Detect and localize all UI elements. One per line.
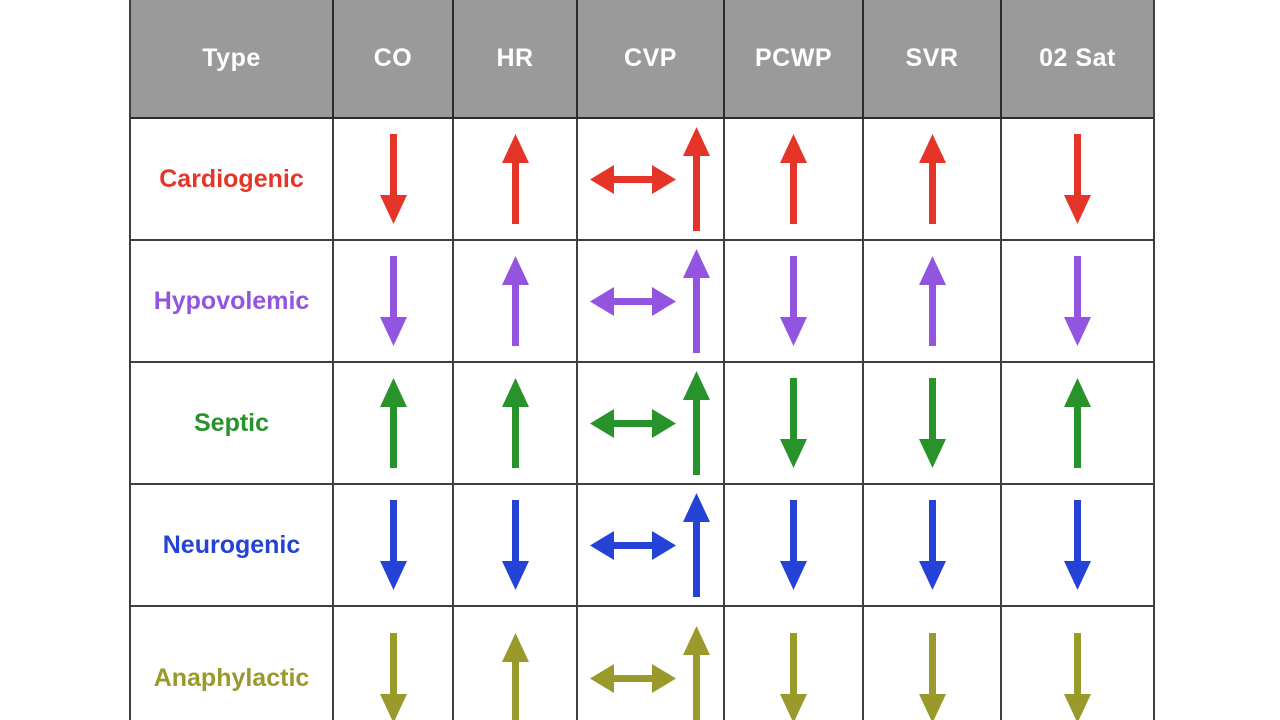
table-cell <box>725 607 864 720</box>
arrow-up-icon <box>682 371 710 475</box>
column-header-cvp: CVP <box>578 0 725 117</box>
arrow-up-icon <box>501 134 529 224</box>
table-row-neurogenic: Neurogenic <box>131 485 1153 607</box>
table-cell <box>864 119 1002 239</box>
table-cell <box>454 119 578 239</box>
table-cell <box>334 363 454 483</box>
column-header-label: CVP <box>624 44 677 72</box>
arrow-down-icon <box>780 500 807 590</box>
arrow-down-icon <box>379 256 407 346</box>
arrow-down-icon <box>1064 134 1091 224</box>
table-cell <box>1002 119 1153 239</box>
arrow-down-icon <box>780 378 807 468</box>
table-cell <box>864 607 1002 720</box>
column-header-label: SVR <box>905 44 959 72</box>
table-cell <box>454 241 578 361</box>
arrow-leftright-icon <box>589 164 676 194</box>
row-label: Cardiogenic <box>159 164 304 193</box>
table-cell <box>334 607 454 720</box>
arrow-down-icon <box>1064 500 1091 590</box>
table-cell <box>578 119 725 239</box>
table-cell <box>1002 363 1153 483</box>
row-label-cell: Cardiogenic <box>131 119 334 239</box>
arrow-down-icon <box>1064 633 1091 720</box>
column-header-co: CO <box>334 0 454 117</box>
arrow-down-icon <box>780 633 807 720</box>
arrow-leftright-icon <box>589 530 676 560</box>
arrow-up-icon <box>501 378 529 468</box>
arrow-leftright-icon <box>589 408 676 438</box>
table-header-row: Type CO HR CVP PCWP SVR 02 Sat <box>131 0 1153 119</box>
column-header-label: PCWP <box>755 44 832 72</box>
row-label: Neurogenic <box>162 530 301 559</box>
arrow-up-icon <box>918 134 946 224</box>
table-row-anaphylactic: Anaphylactic <box>131 607 1153 720</box>
arrow-up-icon <box>501 256 529 346</box>
column-header-label: CO <box>373 44 413 72</box>
table-cell <box>334 241 454 361</box>
row-label-cell: Anaphylactic <box>131 607 334 720</box>
arrow-down-icon <box>501 500 529 590</box>
arrow-down-icon <box>780 256 807 346</box>
column-header-hr: HR <box>454 0 578 117</box>
table-cell <box>578 363 725 483</box>
column-header-label: 02 Sat <box>1039 44 1116 72</box>
table-cell <box>864 485 1002 605</box>
arrow-leftright-icon <box>589 663 676 693</box>
table-row-hypovolemic: Hypovolemic <box>131 241 1153 363</box>
row-label: Septic <box>193 408 270 437</box>
table-cell <box>578 607 725 720</box>
table-cell <box>578 241 725 361</box>
column-header-svr: SVR <box>864 0 1002 117</box>
arrow-up-icon <box>1064 378 1091 468</box>
table-cell <box>454 607 578 720</box>
table-cell <box>334 485 454 605</box>
arrow-up-icon <box>379 378 407 468</box>
row-label-cell: Hypovolemic <box>131 241 334 361</box>
arrow-leftright-icon <box>589 286 676 316</box>
table-cell <box>1002 241 1153 361</box>
arrow-down-icon <box>918 500 946 590</box>
column-header-type: Type <box>131 0 334 117</box>
arrow-down-icon <box>379 500 407 590</box>
table-cell <box>725 241 864 361</box>
arrow-down-icon <box>379 633 407 720</box>
column-header-label: HR <box>496 44 534 72</box>
arrow-up-icon <box>682 249 710 353</box>
arrow-down-icon <box>918 378 946 468</box>
arrow-up-icon <box>682 127 710 231</box>
arrow-up-icon <box>501 633 529 720</box>
row-label-cell: Septic <box>131 363 334 483</box>
table-cell <box>725 485 864 605</box>
column-header-pcwp: PCWP <box>725 0 864 117</box>
row-label-cell: Neurogenic <box>131 485 334 605</box>
table-cell <box>454 363 578 483</box>
column-header-label: Type <box>202 44 261 72</box>
table-row-cardiogenic: Cardiogenic <box>131 119 1153 241</box>
table-row-septic: Septic <box>131 363 1153 485</box>
table-cell <box>334 119 454 239</box>
column-header-02-sat: 02 Sat <box>1002 0 1153 117</box>
table-cell <box>1002 607 1153 720</box>
table-cell <box>864 363 1002 483</box>
arrow-up-icon <box>780 134 807 224</box>
arrow-up-icon <box>682 626 710 720</box>
arrow-up-icon <box>682 493 710 597</box>
arrow-up-icon <box>918 256 946 346</box>
table-cell <box>725 119 864 239</box>
table-cell <box>578 485 725 605</box>
row-label: Hypovolemic <box>153 286 310 315</box>
arrow-down-icon <box>379 134 407 224</box>
table-cell <box>1002 485 1153 605</box>
arrow-down-icon <box>1064 256 1091 346</box>
table-cell <box>725 363 864 483</box>
row-label: Anaphylactic <box>153 663 310 692</box>
table-cell <box>864 241 1002 361</box>
arrow-down-icon <box>918 633 946 720</box>
table-cell <box>454 485 578 605</box>
